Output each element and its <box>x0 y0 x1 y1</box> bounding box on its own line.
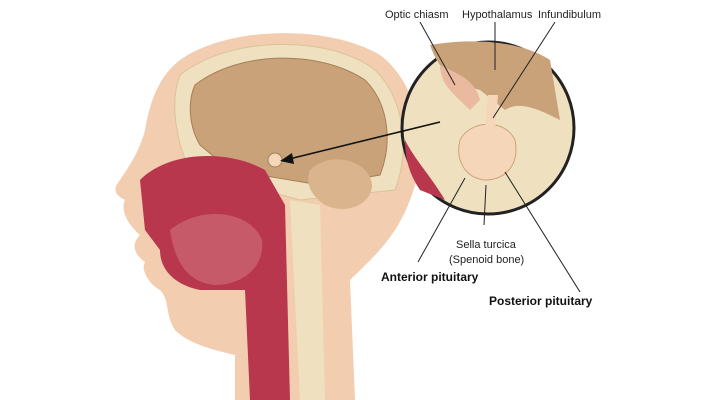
magnify-arrow <box>284 121 441 161</box>
label-optic-chiasm: Optic chiasm <box>385 9 449 21</box>
label-sella-turcica: Sella turcica <box>456 239 517 251</box>
label-anterior-pituitary: Anterior pituitary <box>381 270 479 284</box>
leader-lines <box>417 21 581 293</box>
label-sella-turcica-note: (Spenoid bone) <box>449 254 524 266</box>
label-infundibulum: Infundibulum <box>538 9 601 21</box>
tongue <box>170 213 263 285</box>
spine <box>290 200 325 400</box>
cerebellum <box>308 159 372 209</box>
label-hypothalamus: Hypothalamus <box>462 9 533 21</box>
brain <box>189 57 388 186</box>
inset-magnification <box>400 40 576 216</box>
pituitary-location <box>267 152 283 168</box>
label-posterior-pituitary: Posterior pituitary <box>489 294 593 308</box>
arrow-head-icon <box>280 153 294 164</box>
